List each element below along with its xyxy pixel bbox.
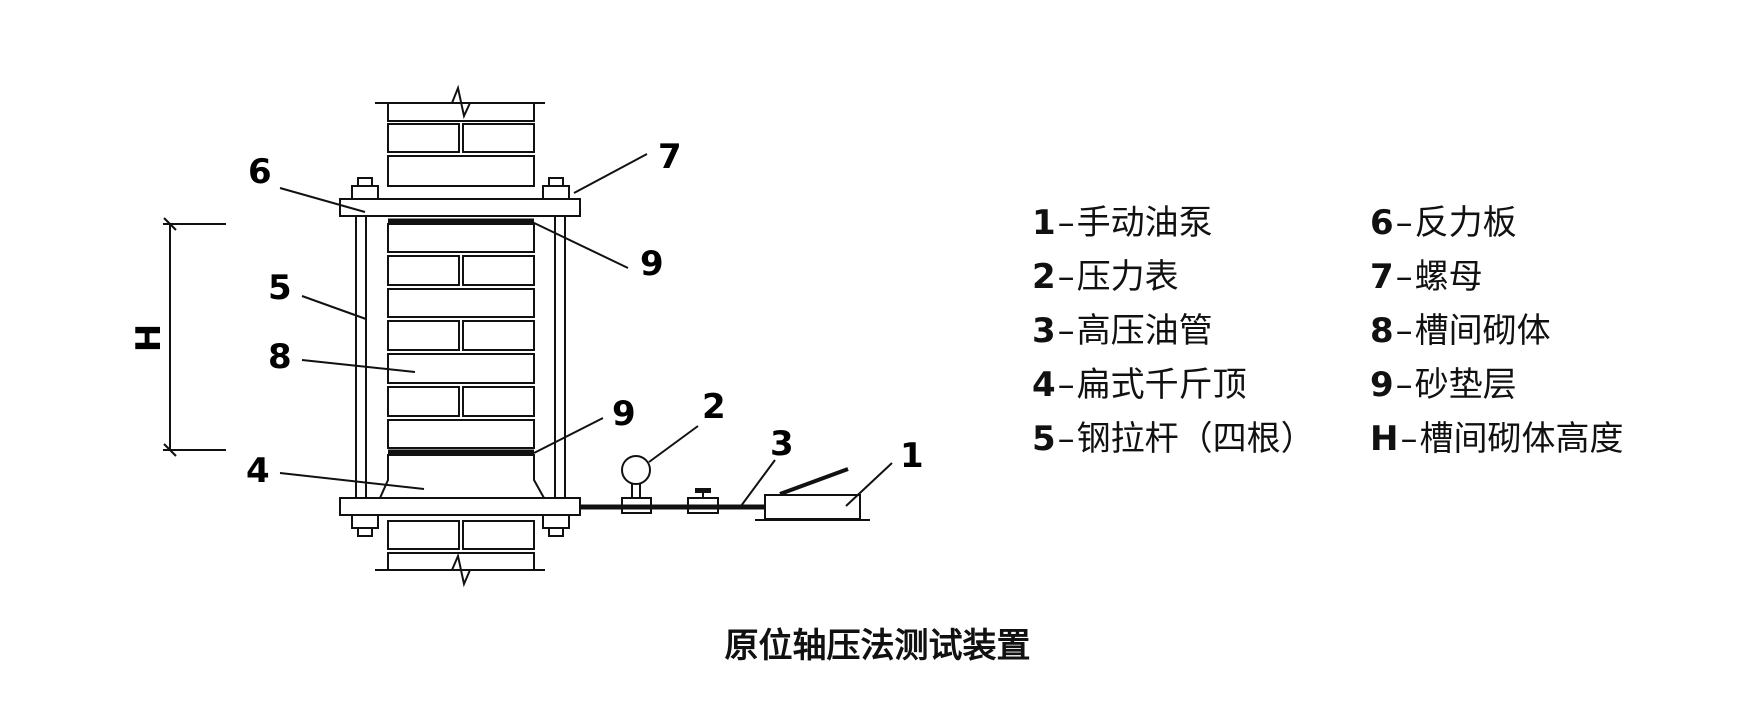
callout-4: 4 bbox=[246, 451, 270, 491]
legend-separator: – bbox=[1057, 311, 1075, 351]
legend-text: 砂垫层 bbox=[1414, 365, 1517, 405]
leader-lines bbox=[279, 153, 893, 507]
callout-1: 1 bbox=[900, 436, 924, 476]
legend-separator: – bbox=[1057, 203, 1075, 243]
callout-7: 7 bbox=[658, 137, 682, 177]
height-dimension bbox=[163, 217, 226, 457]
legend-key: 7 bbox=[1370, 257, 1394, 297]
legend-column-left: 1–手动油泵 2–压力表 3–高压油管 4–扁式千斤顶 5–钢拉杆（四根） bbox=[1032, 196, 1315, 466]
legend-text: 槽间砌体高度 bbox=[1419, 419, 1624, 459]
legend-separator: – bbox=[1057, 365, 1075, 405]
valve bbox=[687, 490, 719, 514]
legend-item: 1–手动油泵 bbox=[1032, 196, 1315, 250]
legend-separator: – bbox=[1057, 419, 1075, 459]
legend-separator: – bbox=[1400, 419, 1418, 459]
legend-key: 5 bbox=[1032, 419, 1056, 459]
legend-text: 扁式千斤顶 bbox=[1076, 365, 1247, 405]
legend-item: 5–钢拉杆（四根） bbox=[1032, 412, 1315, 466]
break-line-bottom bbox=[375, 552, 545, 588]
legend-item: 3–高压油管 bbox=[1032, 304, 1315, 358]
reaction-plate-top bbox=[339, 198, 581, 217]
legend-text: 螺母 bbox=[1414, 257, 1483, 297]
steel-tie-rods bbox=[355, 216, 566, 498]
legend-text: 钢拉杆（四根） bbox=[1076, 419, 1315, 459]
legend-item: 7–螺母 bbox=[1370, 250, 1623, 304]
callout-9-top: 9 bbox=[640, 244, 664, 284]
lower-masonry bbox=[375, 520, 545, 588]
callout-6: 6 bbox=[248, 152, 272, 192]
legend-separator: – bbox=[1057, 257, 1075, 297]
reaction-plate-bottom bbox=[339, 497, 581, 516]
legend-separator: – bbox=[1395, 257, 1413, 297]
legend-text: 反力板 bbox=[1414, 203, 1517, 243]
legend-key: 6 bbox=[1370, 203, 1394, 243]
legend-separator: – bbox=[1395, 311, 1413, 351]
nuts-bottom bbox=[351, 514, 570, 537]
legend-text: 槽间砌体 bbox=[1414, 311, 1551, 351]
legend-text: 高压油管 bbox=[1076, 311, 1213, 351]
legend-column-right: 6–反力板 7–螺母 8–槽间砌体 9–砂垫层 H–槽间砌体高度 bbox=[1370, 196, 1623, 466]
callout-3: 3 bbox=[770, 424, 794, 464]
legend-item: 6–反力板 bbox=[1370, 196, 1623, 250]
legend-separator: – bbox=[1395, 203, 1413, 243]
upper-masonry bbox=[375, 84, 545, 187]
legend-item: 9–砂垫层 bbox=[1370, 358, 1623, 412]
legend-item: 2–压力表 bbox=[1032, 250, 1315, 304]
legend-key: 1 bbox=[1032, 203, 1056, 243]
legend-separator: – bbox=[1395, 365, 1413, 405]
legend-key: 3 bbox=[1032, 311, 1056, 351]
callout-9-bottom: 9 bbox=[612, 394, 636, 434]
legend-item: 8–槽间砌体 bbox=[1370, 304, 1623, 358]
legend-key: 4 bbox=[1032, 365, 1056, 405]
dimension-h-label: H bbox=[129, 324, 169, 352]
callout-2: 2 bbox=[702, 387, 726, 427]
legend-text: 手动油泵 bbox=[1076, 203, 1213, 243]
pressure-gauge bbox=[621, 455, 652, 514]
masonry-between-grooves bbox=[387, 223, 535, 449]
legend-item: 4–扁式千斤顶 bbox=[1032, 358, 1315, 412]
legend-key: 2 bbox=[1032, 257, 1056, 297]
flat-jack bbox=[379, 454, 545, 499]
legend-text: 压力表 bbox=[1076, 257, 1179, 297]
legend-key: 8 bbox=[1370, 311, 1394, 351]
callout-5: 5 bbox=[268, 268, 292, 308]
legend-item: H–槽间砌体高度 bbox=[1370, 412, 1623, 466]
legend-key: H bbox=[1370, 419, 1399, 459]
valve-handle bbox=[695, 488, 711, 493]
callout-8: 8 bbox=[268, 337, 292, 377]
nuts-top bbox=[351, 177, 570, 200]
hand-oil-pump bbox=[755, 467, 870, 521]
legend-key: 9 bbox=[1370, 365, 1394, 405]
figure-caption: 原位轴压法测试装置 bbox=[724, 626, 1031, 666]
